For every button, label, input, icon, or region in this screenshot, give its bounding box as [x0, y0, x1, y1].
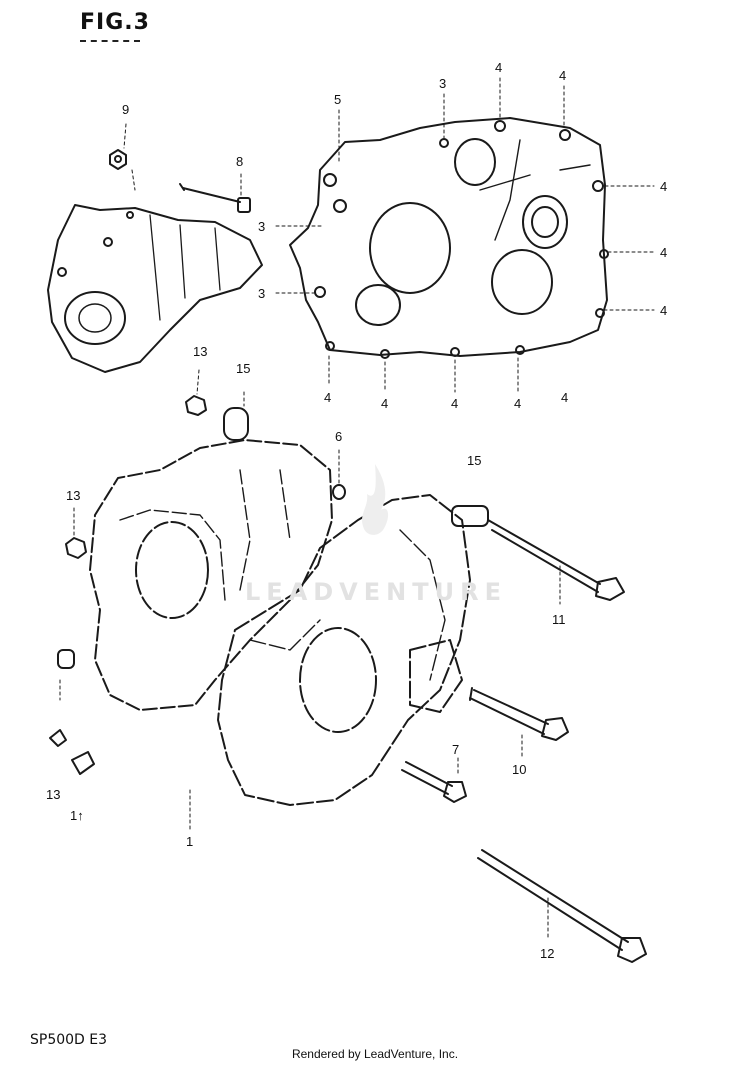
cover-leader-lines — [275, 77, 655, 393]
flame-logo-icon — [362, 464, 389, 535]
callout-1: 1↑ — [70, 808, 84, 823]
callout-4: 4 — [495, 60, 502, 75]
callout-4: 4 — [660, 245, 667, 260]
callout-8: 8 — [236, 154, 243, 169]
callout-9: 9 — [122, 102, 129, 117]
callout-15: 15 — [467, 453, 481, 468]
callout-4: 4 — [559, 68, 566, 83]
crankcase-cover-part — [289, 117, 609, 359]
callout-3: 3 — [258, 286, 265, 301]
callout-4: 4 — [561, 390, 568, 405]
diagram-code: SP500D E3 — [30, 1032, 108, 1048]
callout-3: 3 — [439, 76, 446, 91]
side-cover-part — [47, 204, 263, 373]
callout-13: 13 — [66, 488, 80, 503]
callout-4: 4 — [451, 396, 458, 411]
nut-13-upper — [185, 369, 207, 416]
callout-11: 11 — [552, 612, 566, 627]
callout-4: 4 — [324, 390, 331, 405]
callout-10: 10 — [512, 762, 526, 777]
callout-3: 3 — [258, 219, 265, 234]
callout-13: 13 — [193, 344, 207, 359]
nut-9 — [109, 123, 136, 191]
callout-labels: 9 8 5 3 4 4 4 4 4 3 3 4 4 4 4 4 13 15 6 … — [46, 60, 667, 961]
watermark-text: LEADVENTURE — [245, 578, 507, 606]
bolt-10 — [469, 687, 569, 759]
callout-6: 6 — [335, 429, 342, 444]
bolt-8 — [179, 173, 251, 213]
callout-15: 15 — [236, 361, 250, 376]
crankcase-left-half — [89, 439, 333, 711]
crankcase-right-half — [217, 494, 471, 806]
nut-13-lower — [49, 729, 67, 747]
nut-13-left — [65, 507, 87, 559]
callout-4: 4 — [660, 303, 667, 318]
callout-4: 4 — [514, 396, 521, 411]
render-credit: Rendered by LeadVenture, Inc. — [291, 1047, 459, 1061]
bolt-7 — [401, 757, 467, 803]
callout-1: 1 — [186, 834, 193, 849]
callout-13: 13 — [46, 787, 60, 802]
oring-6 — [332, 449, 346, 500]
figure-title: FIG.3 — [80, 10, 150, 35]
callout-4: 4 — [660, 179, 667, 194]
callout-12: 12 — [540, 946, 554, 961]
washer-small — [71, 751, 95, 775]
dowel-pin-15 — [223, 391, 249, 441]
dowel-small — [57, 649, 75, 701]
callout-7: 7 — [452, 742, 459, 757]
callout-5: 5 — [334, 92, 341, 107]
title-underline — [80, 40, 140, 42]
bolt-11 — [451, 505, 625, 605]
bolt-12 — [477, 849, 647, 963]
callout-4: 4 — [381, 396, 388, 411]
